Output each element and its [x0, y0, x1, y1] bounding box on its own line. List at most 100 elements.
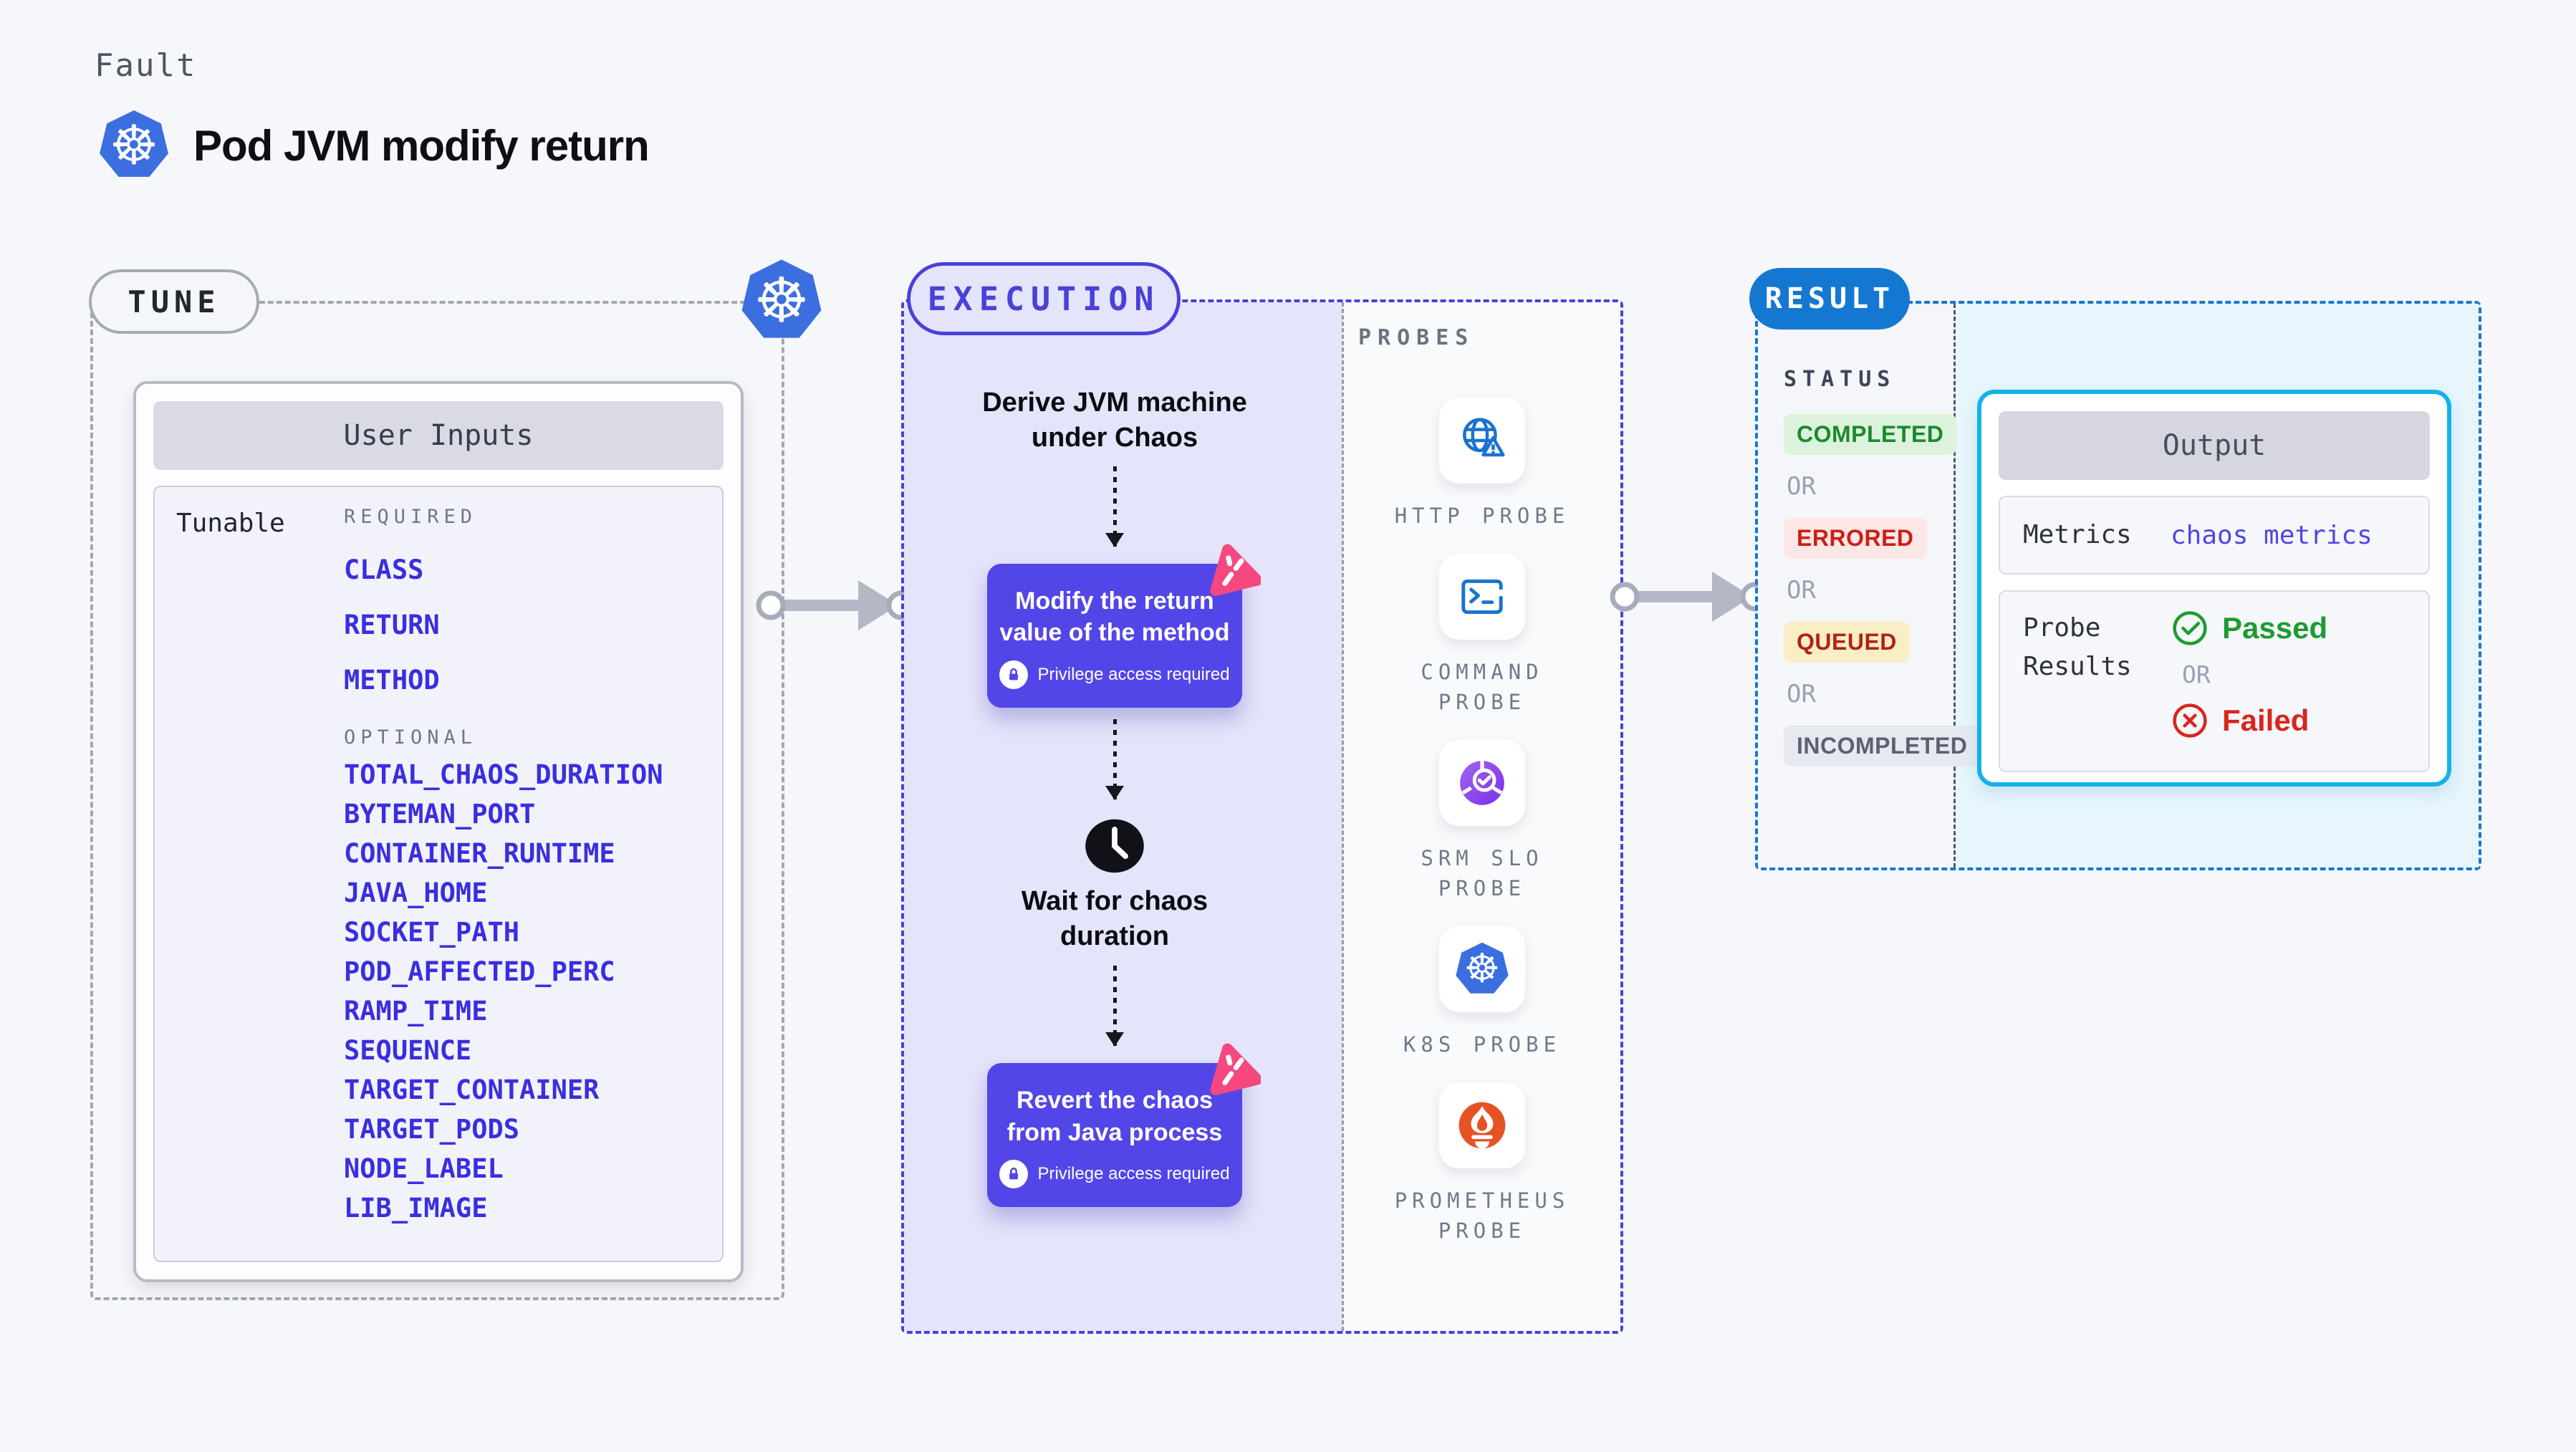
param-link-method[interactable]: METHOD [344, 665, 440, 696]
probe-label: SRM SLO PROBE [1421, 846, 1544, 901]
privilege-note: Privilege access required [997, 1159, 1232, 1188]
probe-card-prometheus: PROMETHEUS PROBE [1390, 1082, 1574, 1246]
lock-icon [999, 1159, 1029, 1188]
cross-circle-icon [2173, 703, 2207, 738]
param-link-target-container[interactable]: TARGET_CONTAINER [344, 1074, 600, 1105]
probe-results-label: Probe Results [2023, 613, 2132, 681]
globe-alert-icon [1463, 418, 1505, 457]
required-section-label: REQUIRED [344, 506, 478, 528]
dotted-arrow [1105, 718, 1124, 800]
param-link-target-pods[interactable]: TARGET_PODS [344, 1114, 520, 1145]
probes-divider [1342, 302, 1344, 1331]
clock-icon [1084, 818, 1145, 874]
lock-icon [999, 660, 1029, 689]
probe-card-k8s: ☸ K8S PROBE [1390, 926, 1574, 1059]
output-header: Output [1999, 411, 2430, 480]
tunable-label: Tunable [176, 509, 285, 538]
privilege-note: Privilege access required [997, 660, 1232, 689]
passed-state: Passed [2171, 609, 2327, 648]
check-circle-icon [2173, 611, 2207, 645]
param-link-sequence[interactable]: SEQUENCE [344, 1035, 472, 1066]
dotted-arrow [1105, 466, 1124, 548]
privilege-label: Privilege access required [1037, 664, 1230, 684]
user-inputs-body: Tunable REQUIRED CLASS RETURN METHOD OPT… [153, 486, 724, 1262]
params-list: REQUIRED CLASS RETURN METHOD OPTIONAL TO… [344, 506, 663, 1221]
status-label: STATUS [1784, 367, 1896, 392]
probe-label: PROMETHEUS PROBE [1394, 1188, 1570, 1244]
action-title: Revert the chaos from Java process [1006, 1087, 1223, 1146]
status-badge-incompleted: INCOMPLETED [1784, 726, 1981, 766]
kubernetes-icon: ☸ [100, 110, 168, 177]
or-label: OR [1787, 680, 1816, 708]
probe-label: K8S PROBE [1403, 1032, 1562, 1057]
param-link-return[interactable]: RETURN [344, 610, 440, 640]
prometheus-flame-icon [1458, 1102, 1506, 1149]
wait-step-title: Wait for chaos duration [1021, 885, 1208, 952]
tune-badge: TUNE [89, 269, 259, 334]
optional-section-label: OPTIONAL [344, 726, 478, 749]
status-divider [1953, 304, 1956, 867]
privilege-label: Privilege access required [1037, 1163, 1230, 1183]
metrics-row: Metrics chaos metrics [1999, 496, 2430, 574]
probe-result-states: Passed OR Failed [2171, 609, 2327, 754]
dotted-arrow [1105, 966, 1124, 1047]
or-label: OR [1787, 472, 1816, 501]
output-card: Output Metrics chaos metrics Probe Resul… [1977, 390, 2451, 787]
probe-card-srm-slo: SRM SLO PROBE [1390, 740, 1574, 903]
page-title-row: ☸ Pod JVM modify return [97, 109, 650, 182]
probe-tile [1439, 398, 1525, 484]
probe-tile [1439, 740, 1525, 827]
metrics-value: chaos metrics [2171, 520, 2373, 550]
harness-chaos-icon [1210, 544, 1261, 597]
flow-arrow-tune-to-execution [756, 580, 916, 630]
failed-label: Failed [2222, 703, 2310, 737]
execution-flow: Derive JVM machine under Chaos Modify th… [982, 385, 1261, 1207]
action-title: Modify the return value of the method [999, 587, 1230, 647]
probes-label: PROBES [1358, 325, 1475, 350]
failed-state: Failed [2171, 701, 2327, 740]
kubernetes-icon: ☸ [741, 259, 822, 338]
flow-arrow-execution-to-result [1610, 572, 1770, 622]
probe-results-row: Probe Results Passed OR Failed [1999, 590, 2430, 772]
metrics-label: Metrics [2023, 520, 2132, 549]
param-link-socket-path[interactable]: SOCKET_PATH [344, 917, 520, 948]
action-card-revert: Revert the chaos from Java process Privi… [987, 1044, 1261, 1207]
param-link-byteman-port[interactable]: BYTEMAN_PORT [344, 799, 536, 830]
param-link-ramp-time[interactable]: RAMP_TIME [344, 996, 488, 1027]
probe-card-http: HTTP PROBE [1390, 398, 1574, 531]
execution-badge: EXECUTION [907, 262, 1181, 335]
probe-tile: ☸ [1439, 926, 1525, 1013]
kubernetes-icon: ☸ [1456, 942, 1509, 994]
or-label: OR [1787, 576, 1816, 605]
user-inputs-header: User Inputs [153, 401, 724, 470]
fault-category-label: Fault [95, 47, 197, 84]
tune-region [90, 301, 784, 1300]
terminal-icon [1461, 579, 1503, 615]
user-inputs-card: User Inputs Tunable REQUIRED CLASS RETUR… [133, 381, 744, 1282]
result-badge: RESULT [1749, 268, 1910, 330]
probe-label: HTTP PROBE [1394, 504, 1570, 528]
derive-step-title: Derive JVM machine under Chaos [982, 388, 1247, 453]
status-badge-errored: ERRORED [1784, 518, 1927, 559]
slo-gauge-check-icon [1460, 761, 1504, 805]
param-link-node-label[interactable]: NODE_LABEL [344, 1153, 504, 1184]
or-label: OR [2182, 660, 2211, 688]
page-title: Pod JVM modify return [193, 121, 650, 170]
param-link-class[interactable]: CLASS [344, 554, 424, 585]
param-link-container-runtime[interactable]: CONTAINER_RUNTIME [344, 838, 615, 869]
param-link-total-chaos-duration[interactable]: TOTAL_CHAOS_DURATION [344, 759, 663, 790]
status-stack: COMPLETED OR ERRORED OR QUEUED OR INCOMP… [1784, 414, 1981, 766]
status-badge-queued: QUEUED [1784, 622, 1910, 663]
probe-tile [1439, 1082, 1525, 1169]
action-card-modify: Modify the return value of the method Pr… [987, 544, 1261, 708]
param-link-java-home[interactable]: JAVA_HOME [344, 878, 488, 908]
status-badge-completed: COMPLETED [1784, 414, 1957, 455]
status-area [1758, 304, 1954, 867]
param-link-pod-affected-perc[interactable]: POD_AFFECTED_PERC [344, 956, 615, 987]
harness-chaos-icon [1210, 1044, 1261, 1096]
probe-card-command: COMMAND PROBE [1390, 554, 1574, 717]
param-link-lib-image[interactable]: LIB_IMAGE [344, 1193, 488, 1223]
passed-label: Passed [2222, 611, 2328, 645]
probe-tile [1439, 554, 1525, 640]
